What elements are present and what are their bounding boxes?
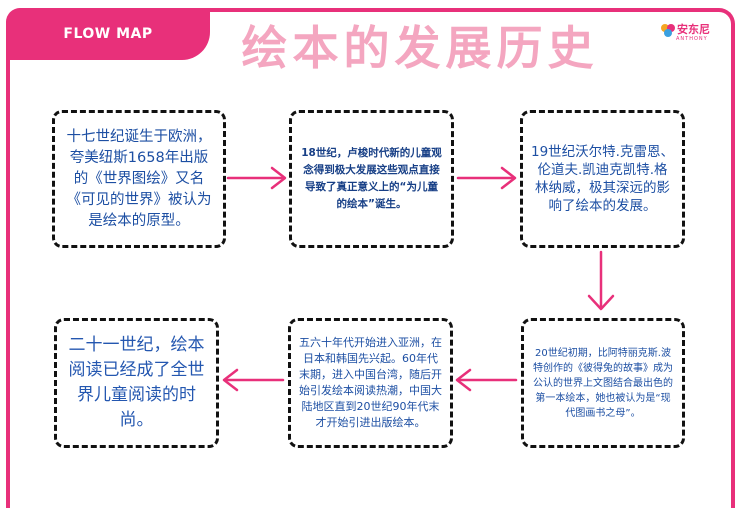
flow-step-3-text: 19世纪沃尔特.克雷恩、伦道夫.凯迪克凯特.格林纳威，极其深远的影响了绘本的发展… (531, 144, 674, 214)
page-title: 绘本的发展历史 (241, 21, 599, 75)
flow-step-2: 18世纪，卢梭时代新的儿童观念得到极大发展这些观点直接导致了真正意义上的“为儿童… (289, 110, 454, 248)
flow-step-6: 二十一世纪，绘本阅读已经成了全世界儿童阅读的时尚。 (54, 318, 219, 448)
brand-sub: ANTHONY (676, 36, 708, 42)
arrow-2-to-3 (456, 166, 517, 190)
flow-map-tab: FLOW MAP (6, 8, 210, 60)
flow-step-4: 20世纪初期，比阿特丽克斯.波特创作的《彼得兔的故事》成为公认的世界上文图结合最… (521, 318, 685, 448)
brand-name: 安东尼 (677, 23, 710, 36)
page-frame (6, 8, 735, 508)
flow-step-1-text: 十七世纪诞生于欧洲，夸美纽斯1658年出版的《世界图绘》又名《可见的世界》被认为… (66, 128, 212, 229)
tab-label: FLOW MAP (63, 26, 153, 42)
flow-step-2-text: 18世纪，卢梭时代新的儿童观念得到极大发展这些观点直接导致了真正意义上的“为儿童… (301, 147, 442, 210)
flow-step-6-text: 二十一世纪，绘本阅读已经成了全世界儿童阅读的时尚。 (68, 335, 205, 430)
arrow-3-to-4 (587, 250, 615, 311)
flow-step-5: 五六十年代开始进入亚洲，在日本和韩国先兴起。60年代末期，进入中国台湾，随后开始… (288, 318, 453, 448)
flow-step-4-text: 20世纪初期，比阿特丽克斯.波特创作的《彼得兔的故事》成为公认的世界上文图结合最… (533, 347, 673, 419)
brand-logo: 安东尼 ANTHONY (660, 20, 720, 50)
flow-step-3: 19世纪沃尔特.克雷恩、伦道夫.凯迪克凯特.格林纳威，极其深远的影响了绘本的发展… (520, 110, 685, 248)
arrow-5-to-6 (222, 368, 285, 392)
arrow-1-to-2 (226, 166, 287, 190)
flow-step-5-text: 五六十年代开始进入亚洲，在日本和韩国先兴起。60年代末期，进入中国台湾，随后开始… (299, 336, 442, 429)
flow-step-1: 十七世纪诞生于欧洲，夸美纽斯1658年出版的《世界图绘》又名《可见的世界》被认为… (52, 110, 226, 248)
arrow-4-to-5 (455, 368, 518, 392)
brand-logo-icon (661, 24, 675, 37)
